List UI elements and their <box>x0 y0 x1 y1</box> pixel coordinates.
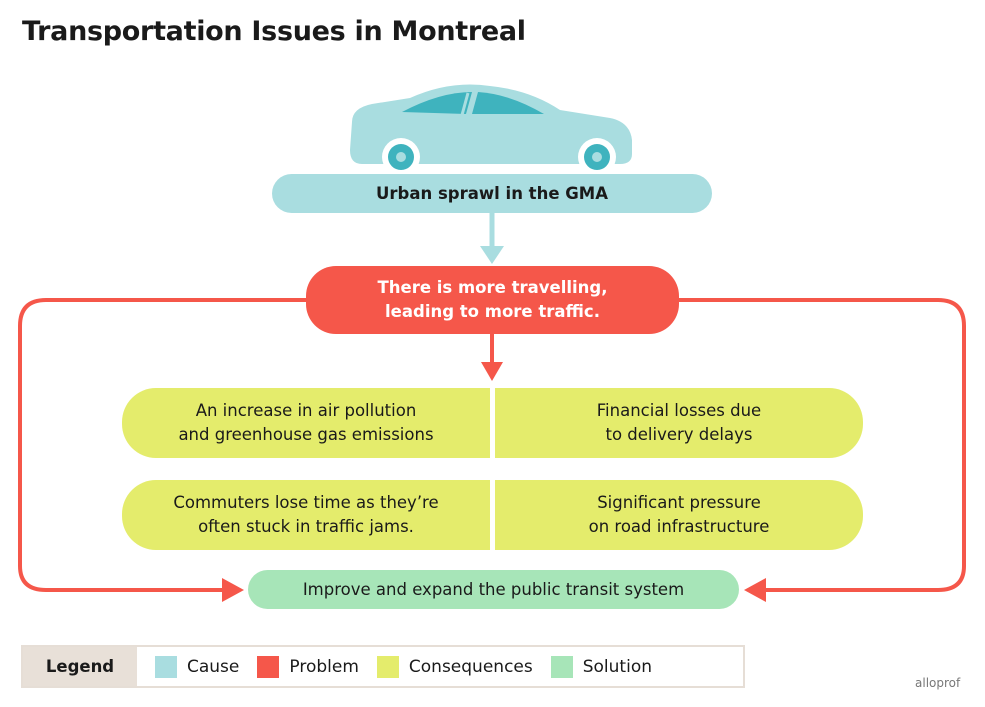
consequences-swatch <box>376 655 399 678</box>
right-loop-arrow <box>679 298 966 592</box>
car-icon <box>350 84 632 176</box>
legend-item-cause: Cause <box>155 655 240 678</box>
left-loop-arrow <box>18 298 306 592</box>
problem-box: There is more travelling, leading to mor… <box>306 266 679 334</box>
legend-item-label: Solution <box>582 656 652 677</box>
legend-item-label: Problem <box>289 656 359 677</box>
problem-swatch <box>257 655 280 678</box>
legend-item-label: Cause <box>187 656 240 677</box>
legend-item-solution: Solution <box>550 655 652 678</box>
brand-logo: alloprof <box>915 676 961 690</box>
solution-swatch <box>550 655 573 678</box>
legend-item-problem: Problem <box>257 655 359 678</box>
page-title: Transportation Issues in Montreal <box>22 16 526 47</box>
consequence-road-pressure: Significant pressure on road infrastruct… <box>495 480 863 550</box>
cause-box: Urban sprawl in the GMA <box>272 174 712 213</box>
consequence-commuters-time: Commuters lose time as they’re often stu… <box>122 480 490 550</box>
legend-item-label: Consequences <box>408 656 533 677</box>
legend-item-consequences: Consequences <box>376 655 533 678</box>
cause-swatch <box>155 655 177 678</box>
legend-title: Legend <box>23 647 137 686</box>
solution-box: Improve and expand the public transit sy… <box>248 570 739 609</box>
consequence-air-pollution: An increase in air pollution and greenho… <box>122 388 490 458</box>
consequence-financial-losses: Financial losses due to delivery delays <box>495 388 863 458</box>
legend: Legend Cause Problem Consequences Soluti… <box>21 645 745 688</box>
